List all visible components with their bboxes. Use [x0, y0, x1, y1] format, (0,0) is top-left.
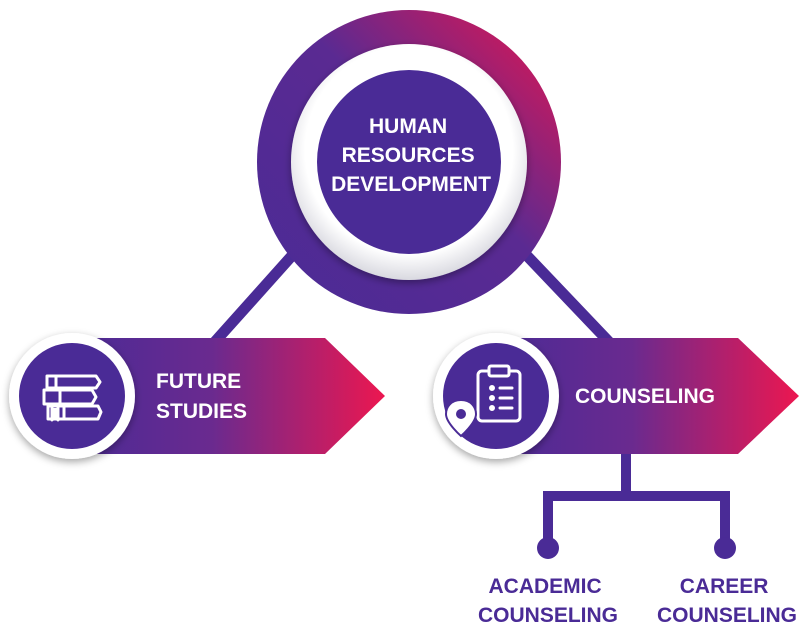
counseling-label-line-1: COUNSELING	[575, 385, 715, 408]
career-counseling-label-line-1: CAREER	[680, 575, 769, 598]
academic-connector-dot	[537, 537, 559, 559]
root-label: HUMAN RESOURCES DEVELOPMENT	[331, 115, 491, 196]
career-counseling-label: CAREER COUNSELING	[657, 575, 797, 627]
academic-counseling-label-line-1: ACADEMIC	[488, 575, 601, 598]
clipboard-location-icon	[476, 364, 522, 423]
root-label-line-2: RESOURCES	[342, 144, 475, 167]
branch-counseling: COUNSELING	[433, 333, 799, 459]
future-studies-label-line-2: STUDIES	[156, 400, 247, 423]
future-studies-icon-disc	[19, 343, 125, 449]
connector-left	[206, 234, 312, 351]
career-connector-dot	[714, 537, 736, 559]
root-label-line-3: DEVELOPMENT	[331, 173, 491, 196]
connector-right	[506, 234, 618, 351]
root-connectors	[206, 234, 618, 351]
counseling-connectors	[543, 454, 730, 540]
root-label-line-1: HUMAN	[369, 115, 447, 138]
root-inner-disc	[317, 70, 501, 254]
counseling-arrow	[495, 338, 799, 454]
future-studies-label: FUTURE STUDIES	[156, 370, 247, 423]
location-pin-icon	[444, 398, 478, 438]
academic-counseling-label: ACADEMIC COUNSELING	[478, 575, 618, 627]
future-studies-arrow	[70, 338, 385, 454]
academic-counseling-label-line-2: COUNSELING	[478, 604, 618, 627]
books-icon	[42, 374, 103, 422]
future-studies-label-line-1: FUTURE	[156, 370, 241, 393]
root-node: HUMAN RESOURCES DEVELOPMENT	[257, 10, 561, 314]
career-counseling-label-line-2: COUNSELING	[657, 604, 797, 627]
counseling-label: COUNSELING	[575, 385, 715, 408]
branch-future-studies: FUTURE STUDIES	[9, 333, 385, 459]
